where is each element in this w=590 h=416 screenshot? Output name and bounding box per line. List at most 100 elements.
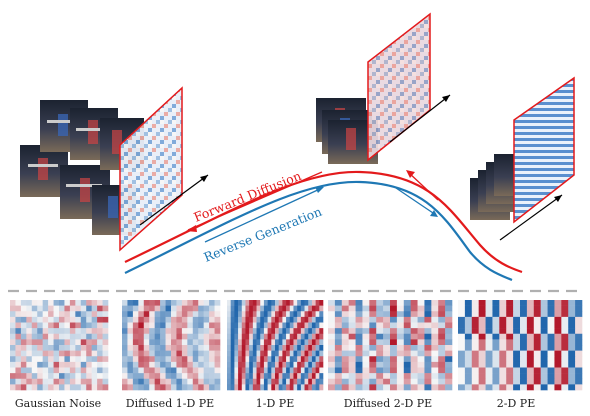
heatmap-cell bbox=[238, 322, 243, 329]
heatmap-cell bbox=[252, 367, 257, 374]
heatmap-cell bbox=[526, 378, 535, 385]
heatmap-cell bbox=[42, 322, 49, 329]
heatmap-cell bbox=[362, 384, 370, 391]
heatmap-cell bbox=[297, 384, 302, 391]
heatmap-cell bbox=[513, 311, 521, 318]
heatmap-cell bbox=[568, 356, 576, 363]
heatmap-cell bbox=[328, 378, 336, 385]
heatmap-cell bbox=[275, 305, 279, 312]
heatmap-cell bbox=[319, 333, 324, 340]
heatmap-cell bbox=[390, 345, 398, 351]
heatmap-cell bbox=[431, 384, 439, 391]
heatmap-cell bbox=[334, 305, 343, 312]
heatmap-cell bbox=[554, 367, 562, 374]
heatmap-cell bbox=[143, 316, 150, 323]
heatmap-cell bbox=[97, 328, 103, 335]
heatmap-cell bbox=[245, 373, 250, 380]
heatmap-cell bbox=[91, 367, 98, 374]
pe-panels bbox=[10, 300, 583, 391]
heatmap-cell bbox=[160, 305, 166, 312]
heatmap-cell bbox=[300, 311, 305, 318]
heatmap-cell bbox=[234, 311, 239, 318]
heatmap-cell bbox=[506, 384, 514, 391]
heatmap-cell bbox=[282, 328, 287, 335]
heatmap-cell bbox=[31, 333, 38, 340]
heatmap-cell bbox=[513, 356, 521, 363]
heatmap-cell bbox=[438, 328, 446, 335]
heatmap-cell bbox=[64, 311, 71, 318]
heatmap-cell bbox=[561, 333, 569, 340]
heatmap-cell bbox=[492, 328, 500, 335]
heatmap-cell bbox=[122, 367, 128, 374]
heatmap-cell bbox=[319, 316, 324, 323]
heatmap-cell bbox=[154, 311, 161, 318]
heatmap-cell bbox=[249, 300, 254, 306]
heatmap-cell bbox=[154, 367, 161, 374]
heatmap-cell bbox=[86, 339, 92, 346]
heatmap-cell bbox=[154, 373, 161, 380]
heatmap-cell bbox=[540, 333, 548, 340]
heatmap-cell bbox=[234, 350, 239, 357]
heatmap-cell bbox=[383, 316, 391, 323]
heatmap-cell bbox=[102, 361, 109, 368]
heatmap-cell bbox=[31, 384, 38, 391]
heatmap-cell bbox=[362, 311, 370, 318]
heatmap-cell bbox=[59, 305, 65, 312]
heatmap-cell bbox=[154, 305, 161, 312]
heatmap-cell bbox=[304, 367, 309, 374]
heatmap-cell bbox=[176, 384, 183, 391]
heatmap-cell bbox=[20, 300, 27, 306]
heatmap-cell bbox=[383, 322, 391, 329]
heatmap-cell bbox=[138, 384, 145, 391]
heatmap-cell bbox=[59, 378, 65, 385]
heatmap-cell bbox=[424, 305, 432, 312]
heatmap-cell bbox=[297, 378, 302, 385]
heatmap-cell bbox=[214, 378, 221, 385]
heatmap-cell bbox=[227, 384, 231, 391]
heatmap-cell bbox=[492, 384, 500, 391]
heatmap-cell bbox=[181, 316, 188, 323]
heatmap-cell bbox=[319, 361, 324, 368]
heatmap-cell bbox=[334, 339, 343, 346]
heatmap-cell bbox=[102, 356, 109, 363]
heatmap-cell bbox=[181, 328, 188, 335]
heatmap-cell bbox=[390, 328, 398, 335]
heatmap-cell bbox=[513, 328, 521, 335]
heatmap-cell bbox=[499, 373, 507, 380]
heatmap-cell bbox=[383, 384, 391, 391]
heatmap-cell bbox=[230, 339, 235, 346]
heatmap-cell bbox=[176, 333, 183, 340]
heatmap-cell bbox=[315, 367, 320, 374]
heatmap-cell bbox=[355, 322, 363, 329]
heatmap-cell bbox=[533, 339, 541, 346]
heatmap-cell bbox=[403, 339, 411, 346]
heatmap-cell bbox=[132, 322, 139, 329]
heatmap-cell bbox=[69, 322, 76, 329]
heatmap-cell bbox=[520, 367, 528, 374]
heatmap-cell bbox=[471, 328, 479, 335]
heatmap-cell bbox=[540, 316, 548, 323]
heatmap-cell bbox=[575, 300, 583, 306]
heatmap-cell bbox=[20, 345, 27, 351]
heatmap-cell bbox=[143, 311, 150, 318]
heatmap-cell bbox=[438, 345, 446, 351]
heatmap-cell bbox=[355, 373, 363, 380]
heatmap-cell bbox=[547, 300, 555, 306]
heatmap-cell bbox=[575, 339, 583, 346]
heatmap-cell bbox=[390, 356, 398, 363]
heatmap-cell bbox=[315, 345, 320, 351]
heatmap-cell bbox=[540, 322, 548, 329]
heatmap-cell bbox=[267, 367, 272, 374]
heatmap-cell bbox=[10, 305, 16, 312]
heatmap-cell bbox=[91, 316, 98, 323]
heatmap-cell bbox=[575, 378, 583, 385]
heatmap-cell bbox=[458, 305, 466, 312]
heatmap-cell bbox=[304, 378, 309, 385]
heatmap-cell bbox=[376, 305, 384, 312]
heatmap-cell bbox=[376, 311, 384, 318]
heatmap-cell bbox=[376, 350, 384, 357]
heatmap-cell bbox=[69, 361, 76, 368]
heatmap-cell bbox=[138, 311, 145, 318]
heatmap-cell bbox=[171, 373, 177, 380]
heatmap-cell bbox=[192, 378, 199, 385]
